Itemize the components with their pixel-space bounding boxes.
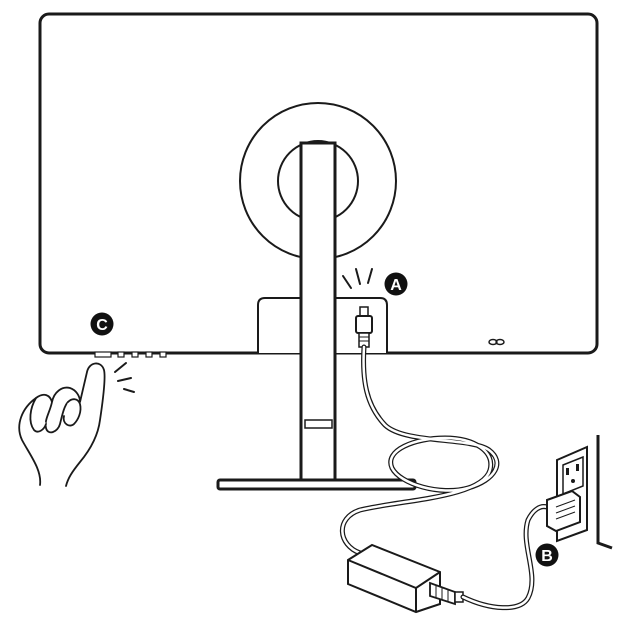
ac-cable [460,504,550,611]
power-adapter [347,543,464,614]
click-marks-c [114,362,135,393]
callout-c-label: C [96,317,108,334]
link-icon [488,338,505,346]
wall-outlet [546,435,613,550]
callout-a-label: A [390,277,402,294]
dc-cable [339,344,500,556]
callout-b-label: B [541,548,553,565]
click-marks-a [342,268,373,289]
button-1-icon [94,351,112,358]
button-2-icon [117,351,125,358]
button-5-icon [159,351,167,358]
button-3-icon [131,351,139,358]
button-4-icon [145,351,153,358]
callout-a: A [384,272,408,296]
callout-c: C [90,312,114,336]
power-connector [355,306,373,348]
monitor-buttons [94,351,167,358]
hand-illustration [18,362,106,487]
callout-b: B [535,543,559,567]
monitor-stand [216,141,417,491]
